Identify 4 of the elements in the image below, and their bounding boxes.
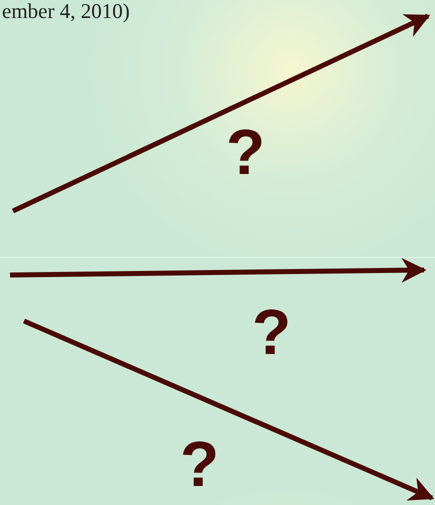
date-text: ember 4, 2010): [2, 1, 130, 22]
question-mark: ?: [180, 432, 220, 496]
question-mark: ?: [252, 300, 292, 364]
question-mark: ?: [226, 120, 266, 184]
